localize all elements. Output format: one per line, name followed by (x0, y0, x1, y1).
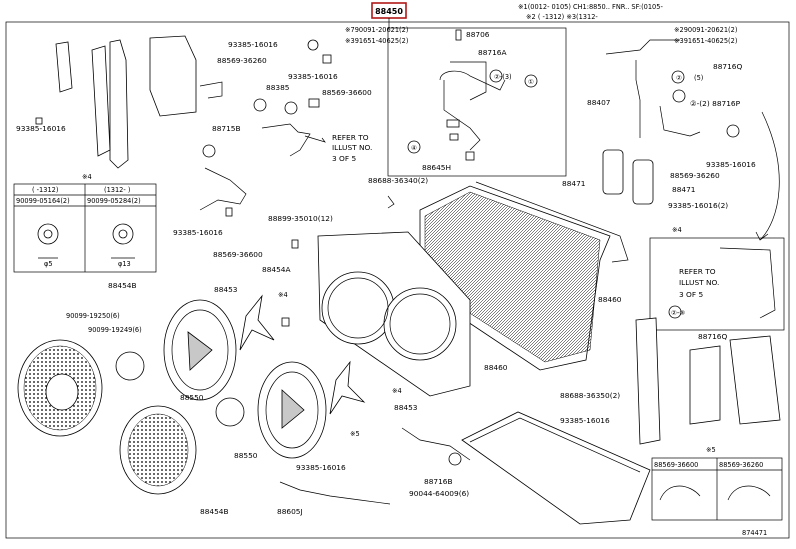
callout-4: ④ (411, 144, 417, 152)
label-93385-16016-c: 93385-16016 (288, 72, 338, 81)
label-88454B-b: 88454B (200, 507, 229, 516)
label-88454A: 88454A (262, 265, 291, 274)
diagram-frame (5, 21, 790, 539)
label-93385-16016-a: 93385-16016 (16, 124, 66, 133)
label-88716A: 88716A (478, 48, 507, 57)
callout-2: ②-(3) (494, 73, 512, 81)
title-part-number: 88450 (375, 7, 403, 16)
label-88716Q-a: 88716Q (713, 62, 743, 71)
shroud-bracket (109, 39, 129, 169)
fan-blade-1 (239, 294, 275, 351)
label-88715B: 88715B (212, 124, 241, 133)
label-93385-16016-e: 93385-16016(2) (668, 201, 728, 210)
table-header-2: (1312- ) (104, 186, 130, 194)
right-inset-note: ※4 (672, 226, 682, 234)
right-inset-box (649, 237, 785, 331)
callout-1: ① (528, 78, 534, 86)
fan-motor-1 (115, 351, 145, 381)
clip-table-1: 88569-36600 (654, 461, 698, 469)
label-88453-a: 88453 (214, 285, 238, 294)
refer-text-1: REFER TO (332, 133, 369, 142)
table-note: ※4 (82, 173, 92, 181)
refer-text-2: ILLUST NO. (332, 143, 372, 152)
note-4b: ※4 (392, 387, 402, 395)
receiver-drier-1 (602, 149, 624, 195)
label-88569-36600-b: 88569-36600 (213, 250, 263, 259)
label-3-91651: ※391651-40625(2) (674, 37, 737, 45)
fig-number: 874471 (742, 529, 767, 537)
table-dim-1: φ5 (44, 260, 53, 268)
callout-2c: ② (676, 74, 682, 82)
label-88471-b: 88471 (672, 185, 696, 194)
label-88471-a: 88471 (562, 179, 586, 188)
label-88716B: 88716B (424, 477, 453, 486)
label-93385-16016-g: 93385-16016 (296, 463, 346, 472)
callout-5: (5) (694, 74, 703, 82)
label-93385-16016-b: 93385-16016 (228, 40, 278, 49)
label-79009: ※790091-20621(2) (345, 26, 408, 34)
label-88688-36340: 88688-36340(2) (368, 176, 428, 185)
label-88550-a: 88550 (180, 393, 204, 402)
under-cover (461, 411, 651, 525)
refer-text-3: 3 OF 5 (332, 154, 356, 163)
label-88716P: ②-(2) 88716P (690, 99, 741, 108)
note-5: ※5 (350, 430, 360, 438)
shroud-panel (149, 35, 197, 117)
receiver-drier-2 (632, 159, 654, 205)
label-93385-16016-d: 93385-16016 (173, 228, 223, 237)
label-88569-36600-a: 88569-36600 (322, 88, 372, 97)
bottom-inset-note: ※5 (706, 446, 716, 454)
label-90044: 90044-64009(6) (409, 489, 469, 498)
refer-b-2: ILLUST NO. (679, 278, 719, 287)
label-88688-36350: 88688-36350(2) (560, 391, 620, 400)
label-90099-19249: 90099-19249(6) (88, 326, 142, 334)
label-29009: ※290091-20621(2) (674, 26, 737, 34)
refer-b-1: REFER TO (679, 267, 716, 276)
label-88385: 88385 (266, 83, 290, 92)
label-91651: ※391651-40625(2) (345, 37, 408, 45)
callout-2d: ②-③ (671, 309, 685, 317)
label-88569-36260: 88569-36260 (217, 56, 267, 65)
label-93385-16016-h: 93385-16016 (560, 416, 610, 425)
clip-table-2: 88569-36260 (719, 461, 763, 469)
label-88605J: 88605J (277, 507, 303, 516)
fan-blade-2 (329, 360, 366, 415)
label-88460-a: 88460 (598, 295, 622, 304)
table-part-2: 90099-05284(2) (87, 197, 141, 205)
label-88899: 88899-35010(12) (268, 214, 333, 223)
label-88645H: 88645H (422, 163, 451, 172)
table-part-1: 90099-05164(2) (16, 197, 70, 205)
subassembly-box (387, 27, 567, 177)
label-93385-16016-f: 93385-16016 (706, 160, 756, 169)
fan-motor-2 (215, 397, 245, 427)
note-4a: ※4 (278, 291, 288, 299)
label-88453-b: 88453 (394, 403, 418, 412)
label-88454B: 88454B (108, 281, 137, 290)
codes-line-1: ※1(0012- 0105) CH1:8850.. FNR.. SF:(0105… (518, 3, 663, 11)
label-88407: 88407 (587, 98, 611, 107)
label-90099-19250: 90099-19250(6) (66, 312, 120, 320)
label-88550-b: 88550 (234, 451, 258, 460)
label-88716Q-b: 88716Q (698, 332, 728, 341)
right-bracket (635, 317, 661, 445)
label-88706: 88706 (466, 30, 490, 39)
table-dim-2: φ13 (118, 260, 131, 268)
label-88460-b: 88460 (484, 363, 508, 372)
table-header-1: ( -1312) (32, 186, 58, 194)
codes-line-2: ※2 ( -1312) ※3(1312- (526, 13, 598, 21)
refer-b-3: 3 OF 5 (679, 290, 703, 299)
label-88569-36260-b: 88569-36260 (670, 171, 720, 180)
